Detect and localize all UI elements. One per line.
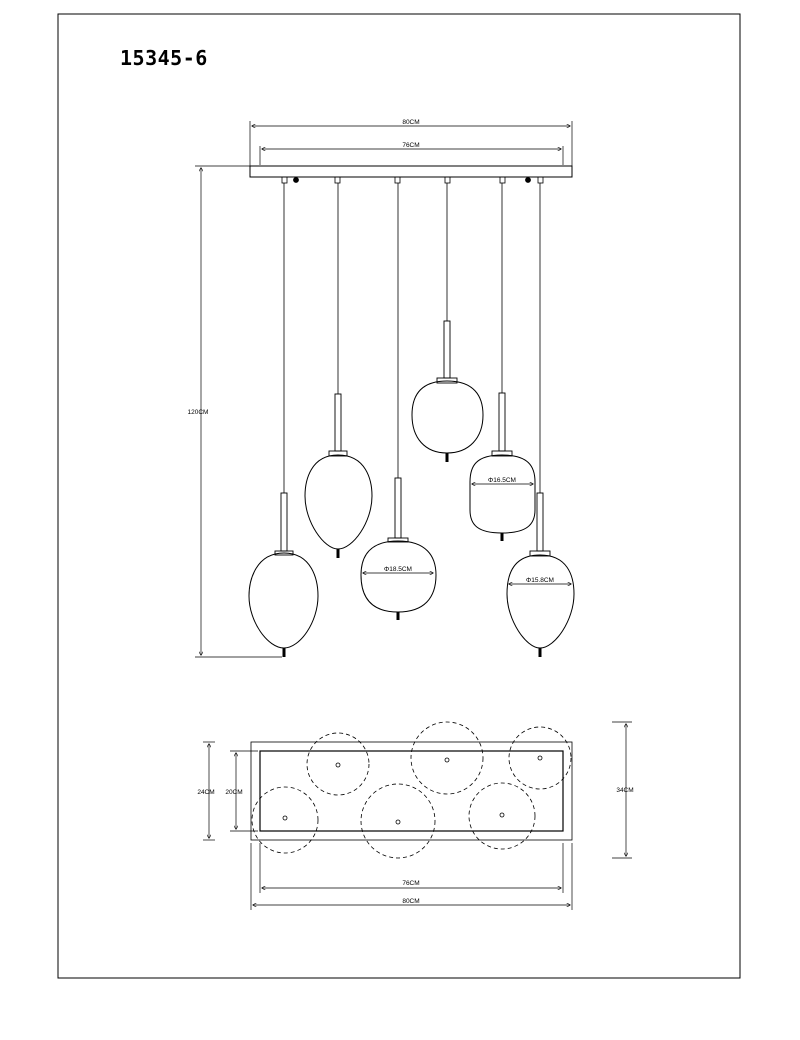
canopy-bar (249, 165, 573, 178)
dim-plan-inner-width: 76CM (402, 880, 419, 887)
dim-plan-canopy-depth: 34CM (616, 787, 633, 794)
dim-height: 120CM (188, 409, 209, 416)
dim-shade-small: Φ15.8CM (526, 577, 554, 584)
sheet-border (57, 13, 741, 979)
dim-plan-inner-depth: 20CM (225, 789, 242, 796)
dim-inner-width: 76CM (402, 142, 419, 149)
dim-shade-medium: Φ16.5CM (488, 477, 516, 484)
dim-plan-overall-width: 80CM (402, 898, 419, 905)
dim-plan-outer-depth: 24CM (197, 789, 214, 796)
dim-shade-large: Φ18.5CM (384, 566, 412, 573)
plan-view (203, 721, 632, 910)
elevation-view (195, 121, 575, 658)
model-number: 15345-6 (120, 46, 208, 70)
dim-overall-width: 80CM (402, 119, 419, 126)
